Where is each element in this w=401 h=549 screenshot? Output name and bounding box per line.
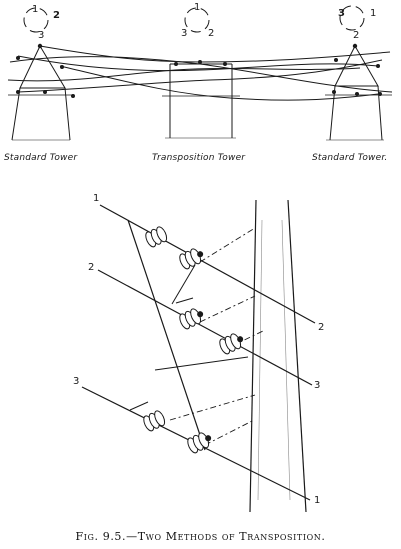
insulators: [143, 226, 244, 454]
conductor-label-left-1: 1: [93, 193, 100, 204]
transposition-tower-label: Transposition Tower: [152, 153, 246, 163]
right-phase-1: 1: [370, 8, 377, 19]
phase-order-circle-middle: [184, 7, 210, 33]
right-standard-tower: [325, 5, 392, 141]
conductor-label-left-2: 2: [88, 262, 95, 273]
insulator-upper-1: [145, 226, 168, 248]
left-phase-3: 3: [38, 30, 45, 41]
transposition-links: [129, 264, 249, 411]
insulator-lower-1: [143, 410, 166, 432]
insulator-lower-2: [187, 432, 212, 454]
bottom-diagram: [81, 199, 316, 513]
standard-tower-left-label: Standard Tower: [4, 153, 78, 163]
tower-triangle-left: [19, 44, 66, 89]
conductor-lines: [81, 204, 316, 501]
conductor-label-right-1: 1: [314, 495, 321, 506]
conductor-label-right-2: 2: [318, 322, 325, 333]
right-phase-3: 3: [338, 8, 345, 19]
tower-triangle-right: [334, 44, 379, 87]
top-diagram: [7, 5, 393, 141]
right-phase-2: 2: [353, 30, 360, 41]
conductor-label-right-3: 3: [314, 380, 321, 391]
pole-brace: [127, 219, 206, 451]
insulator-upper-2: [179, 248, 204, 270]
insulator-middle-2: [219, 333, 244, 355]
middle-phase-1: 1: [194, 2, 201, 13]
middle-phase-3: 3: [181, 28, 188, 39]
phase-order-circle-left: [23, 7, 49, 33]
phase-order-circle-right: [339, 5, 365, 31]
middle-phase-2: 2: [208, 28, 215, 39]
conductor-label-left-3: 3: [73, 376, 80, 387]
conductor-points: [16, 43, 382, 98]
figure-caption: Fig. 9.5.—Two Methods of Transposition.: [75, 530, 326, 543]
left-standard-tower: [8, 7, 72, 141]
standard-tower-right-label: Standard Tower.: [312, 153, 388, 163]
left-phase-1: 1: [32, 4, 39, 15]
left-phase-2: 2: [53, 10, 60, 21]
insulator-middle-1: [179, 308, 204, 330]
pole: [249, 199, 307, 513]
cross-arms: [169, 227, 266, 446]
transposition-tower: [162, 7, 240, 139]
